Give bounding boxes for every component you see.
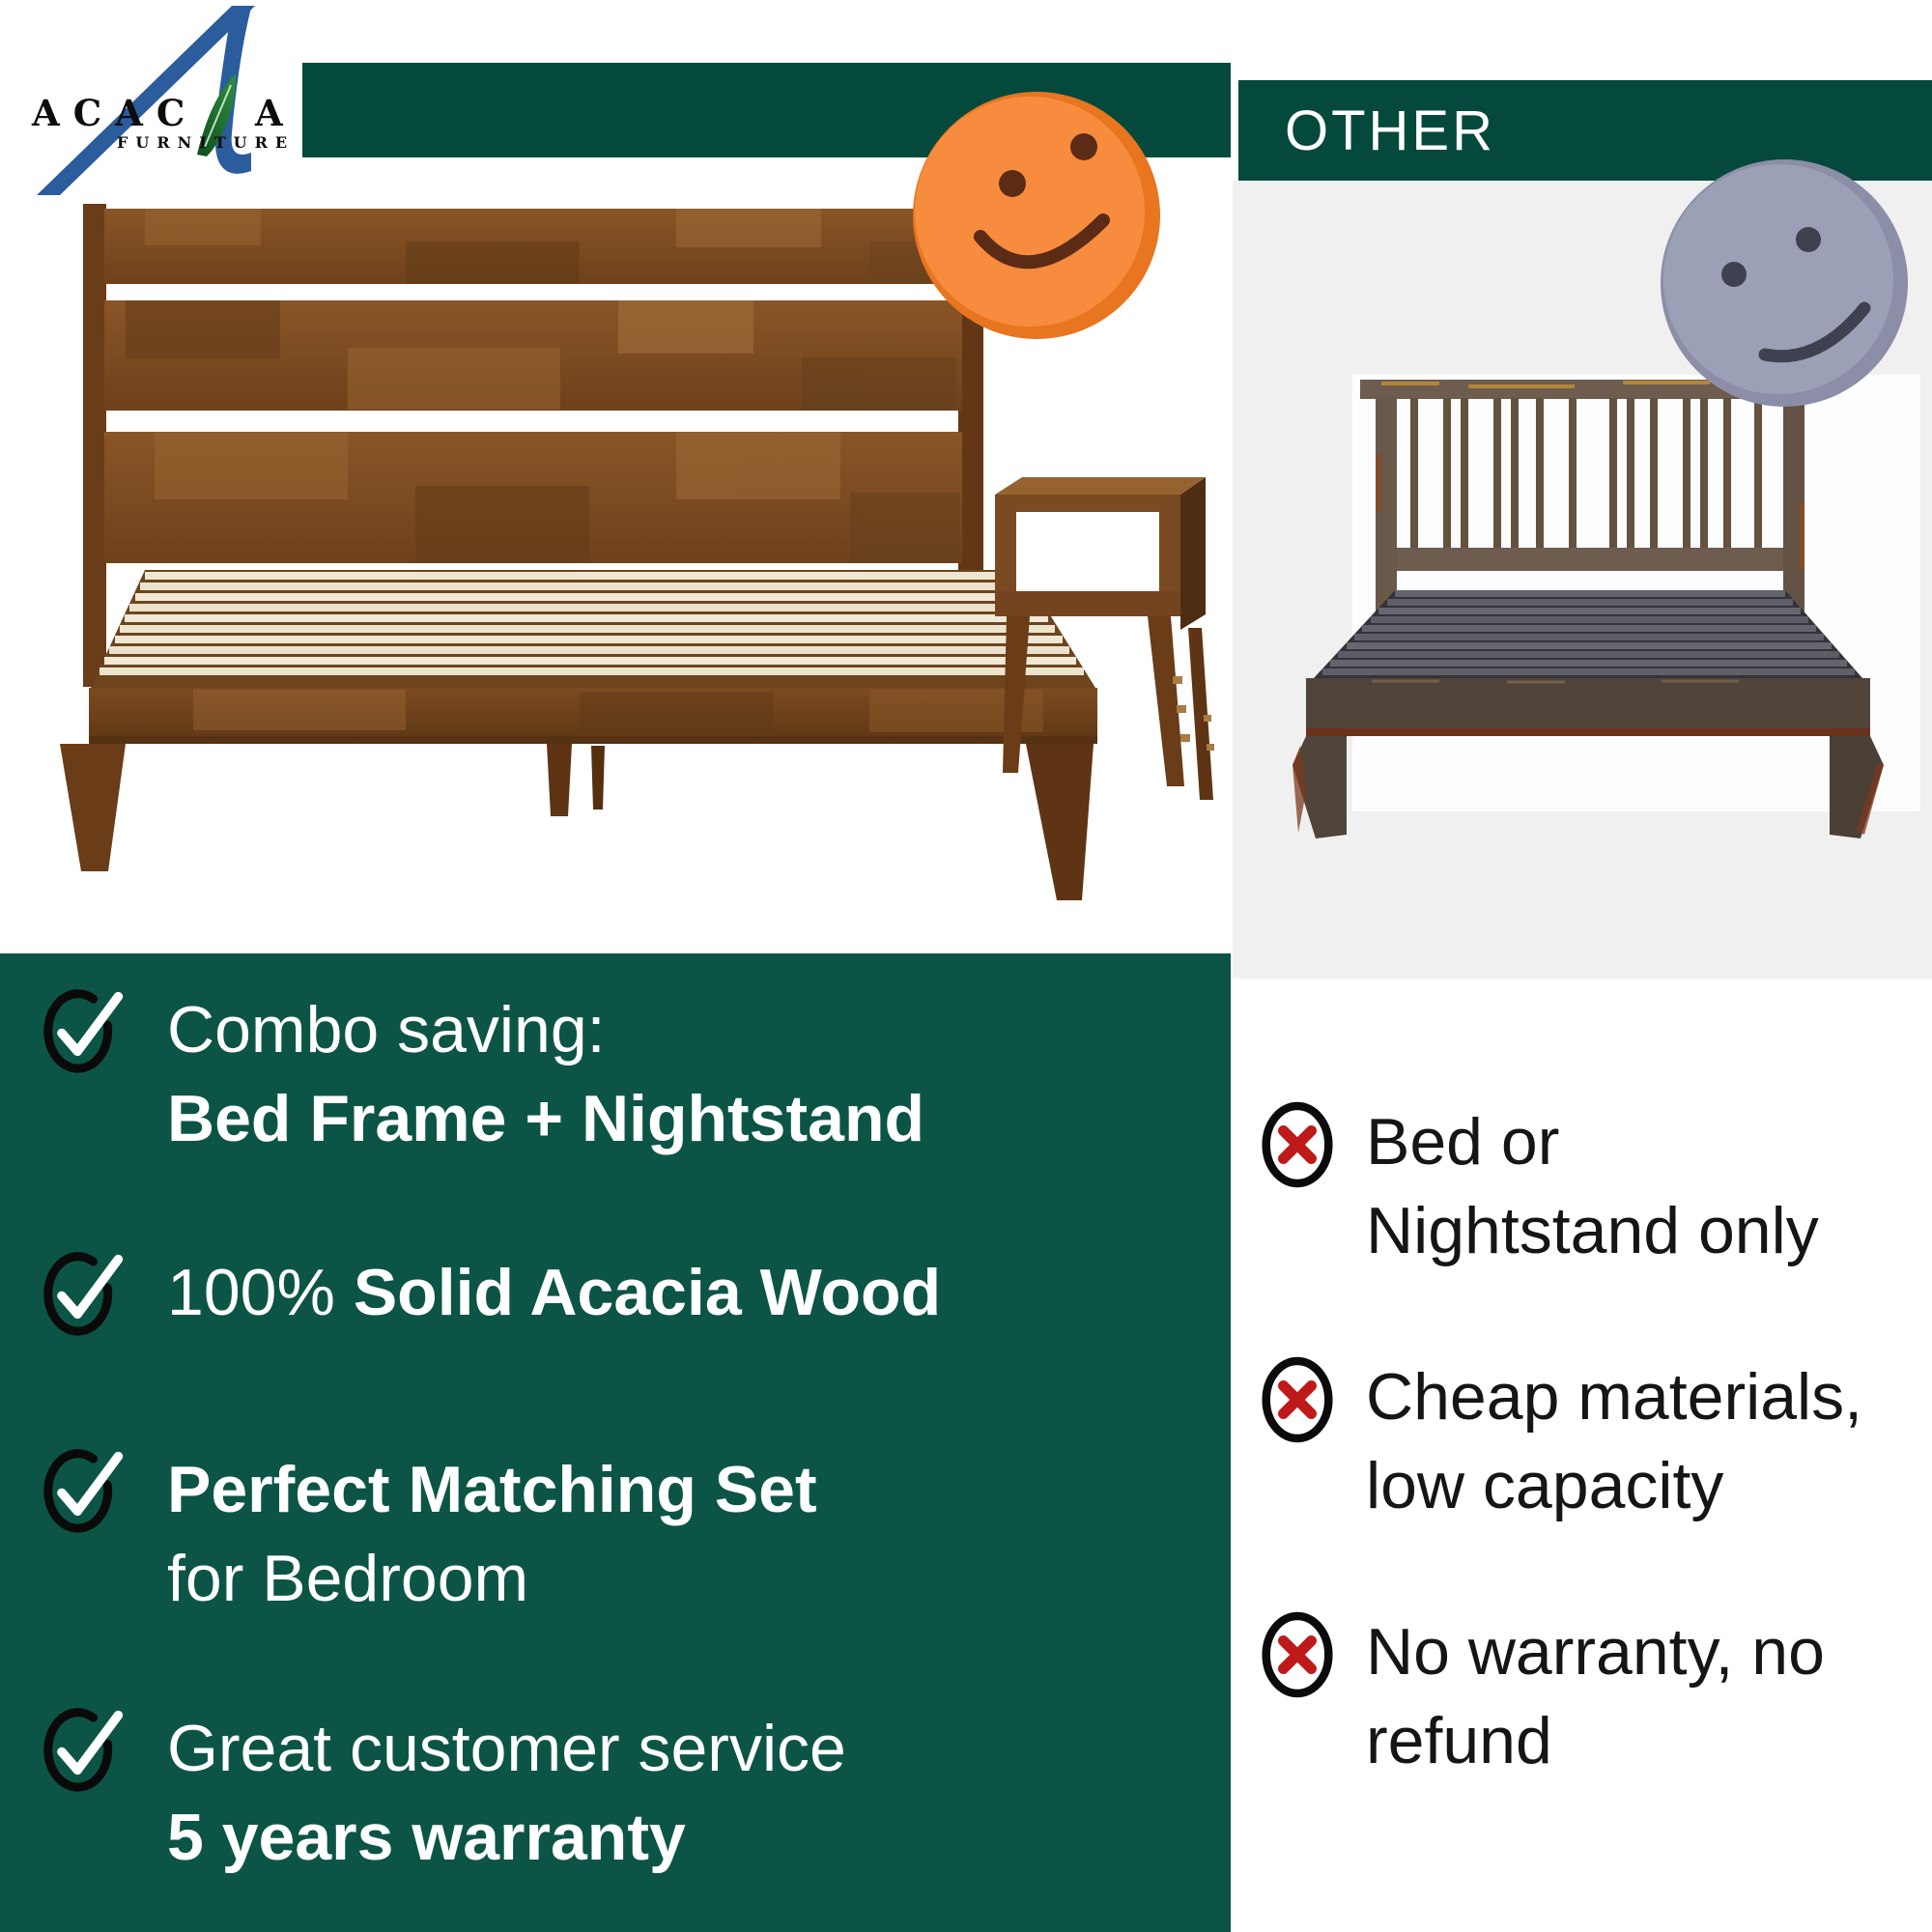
x-circle-icon (1262, 1611, 1333, 1698)
pro-text: Great customer service 5 years warranty (167, 1712, 846, 1874)
brand-tagline: FURNITURE (117, 133, 296, 152)
other-bed-photo (1293, 375, 1920, 838)
brand-name: ACAC (32, 92, 199, 134)
other-bed-frame (1293, 678, 1884, 838)
con-text: Bed or Nightstand only (1366, 1105, 1819, 1267)
nightstand (995, 477, 1214, 800)
x-circle-icon (1262, 1101, 1333, 1188)
check-circle-icon (43, 1708, 124, 1792)
check-circle-icon (43, 1449, 124, 1533)
check-circle-icon (43, 1252, 124, 1336)
other-column-label: OTHER (1285, 99, 1495, 162)
bed-front-rail (89, 688, 1097, 744)
sad-frowny-face-icon (1661, 159, 1908, 407)
headboard-planks (104, 209, 962, 563)
headboard-post (83, 204, 106, 687)
x-circle-icon (1262, 1356, 1333, 1443)
logo-swoosh-a-icon (37, 6, 255, 195)
other-bed-slats (1314, 590, 1862, 678)
pro-text: 100% Solid Acacia Wood (167, 1256, 942, 1329)
pro-text: Perfect Matching Set for Bedroom (167, 1453, 817, 1615)
con-item-cheap-materials: Cheap materials, low capacity (1256, 1352, 1862, 1530)
other-headboard (1360, 380, 1814, 672)
acacia-bed-set-photo (60, 204, 1214, 900)
brand-name-last-letter: A (255, 92, 283, 134)
con-text: No warranty, no refund (1366, 1615, 1825, 1777)
bed-legs (60, 744, 1094, 900)
bed-slats (91, 570, 1095, 688)
brand-logo: ACAC A FURNITURE (17, 0, 327, 208)
happy-smiley-face-icon (913, 92, 1160, 339)
pro-item-customer-service: Great customer service 5 years warranty (43, 1704, 846, 1882)
pro-item-combo-saving: Combo saving: Bed Frame + Nightstand (43, 985, 924, 1163)
con-text: Cheap materials, low capacity (1366, 1360, 1863, 1522)
benefits-panel (0, 953, 1231, 1932)
pro-item-matching-set: Perfect Matching Set for Bedroom (43, 1445, 817, 1623)
check-circle-icon (43, 989, 124, 1073)
con-item-bed-or-nightstand: Bed or Nightstand only (1256, 1097, 1819, 1275)
pro-text: Combo saving: Bed Frame + Nightstand (167, 993, 925, 1155)
pro-item-solid-wood: 100% Solid Acacia Wood (43, 1248, 941, 1343)
con-item-no-warranty: No warranty, no refund (1256, 1607, 1825, 1785)
